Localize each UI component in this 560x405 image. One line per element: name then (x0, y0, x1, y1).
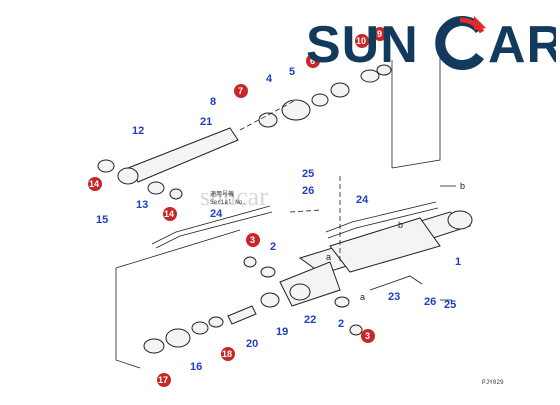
part-label: 24 (356, 194, 369, 206)
hose-right (325, 201, 437, 233)
part-label: 22 (304, 314, 316, 326)
part-label: 2 (270, 241, 276, 253)
part-label: 16 (190, 361, 202, 373)
arrow-label: a (326, 252, 331, 262)
marker-badge: 10 (355, 34, 369, 48)
logo-c-icon (435, 16, 486, 70)
part-label: 23 (388, 291, 400, 303)
marker-badge: 17 (157, 373, 171, 387)
part-label: 20 (246, 338, 258, 350)
svg-text:14: 14 (89, 179, 99, 189)
part-label: 4 (266, 73, 273, 85)
marker-badge: 18 (221, 347, 235, 361)
svg-text:3: 3 (365, 331, 370, 341)
arrow-label: a (360, 292, 365, 302)
marker-badge: 14 (88, 177, 102, 191)
part-label: 8 (210, 96, 216, 108)
watermark: suncar (200, 182, 268, 211)
cylinder-tube (298, 210, 473, 275)
part-label: 25 (302, 168, 314, 180)
logo-text-suffix: AR (488, 16, 556, 74)
part-label: 19 (276, 326, 288, 338)
svg-text:14: 14 (164, 209, 174, 219)
part-label: 13 (136, 199, 148, 211)
leader-line (239, 99, 297, 131)
brand-logo: SUN AR (306, 16, 556, 74)
serial-label: 適用号機 (210, 190, 234, 198)
drawing-code: PJY029 (482, 379, 504, 386)
arrow-label: b (460, 181, 465, 191)
rod-head-parts (258, 64, 392, 128)
svg-text:9: 9 (377, 29, 382, 39)
serial-label: Serial No. (210, 199, 246, 206)
leader-line (289, 209, 323, 213)
part-label: 12 (132, 125, 144, 137)
part-label: 24 (210, 208, 223, 220)
marker-badge: 9 (373, 27, 387, 41)
marker-badge: 14 (163, 207, 177, 221)
hose-left (151, 205, 271, 245)
frame-line (391, 48, 441, 169)
frame-line (115, 268, 141, 369)
marker-badge: 6 (306, 54, 320, 68)
logo-text-prefix: SUN (306, 16, 419, 74)
part-label: 21 (200, 116, 212, 128)
svg-text:17: 17 (158, 375, 168, 385)
part-label: 5 (289, 66, 295, 78)
marker-badge: 3 (246, 233, 260, 247)
frame-line (115, 229, 241, 269)
marker-badge: 7 (234, 84, 248, 98)
part-label: 15 (96, 214, 108, 226)
part-label: 25 (444, 299, 456, 311)
part-label: 26 (424, 296, 436, 308)
svg-text:6: 6 (310, 56, 315, 66)
marker-badge: 3 (361, 329, 375, 343)
svg-text:10: 10 (356, 36, 366, 46)
svg-text:18: 18 (222, 349, 232, 359)
part-label: 26 (302, 185, 314, 197)
svg-text:3: 3 (250, 235, 255, 245)
lower-parts (97, 159, 363, 354)
piston-rod (117, 127, 239, 185)
svg-text:7: 7 (238, 86, 243, 96)
arrow-label: b (398, 220, 403, 230)
hose-right (327, 207, 439, 239)
part-label: 2 (338, 318, 344, 330)
pipe-23 (369, 275, 423, 291)
hose-left (155, 211, 273, 249)
part-label: 1 (455, 256, 461, 268)
